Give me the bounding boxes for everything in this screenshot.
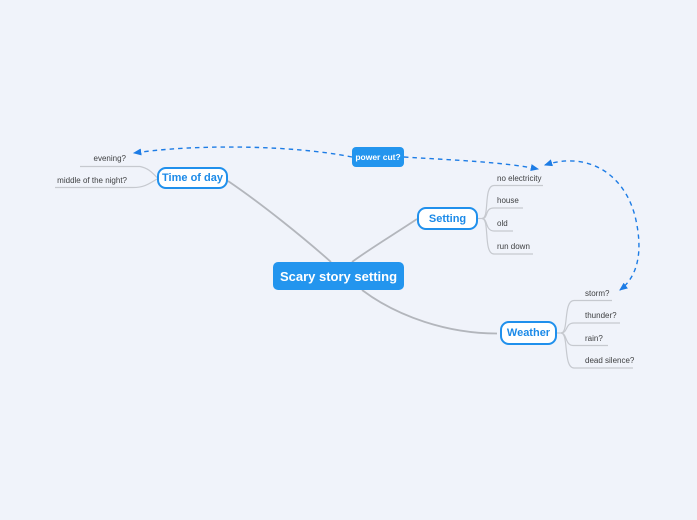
topic-setting[interactable]: Setting <box>417 207 478 230</box>
topic-storm[interactable]: storm? <box>585 288 610 298</box>
child-line-dead-silence <box>560 332 633 369</box>
connection-power-cut-to-no-electricity[interactable] <box>403 156 540 171</box>
child-line-evening <box>80 165 158 178</box>
child-line-thunder <box>560 322 620 334</box>
topic-time-of-day[interactable]: Time of day <box>157 167 228 189</box>
topic-rain[interactable]: rain? <box>585 333 603 343</box>
topic-run-down[interactable]: run down <box>497 242 530 251</box>
branch-line-setting <box>351 218 418 263</box>
child-line-storm <box>560 299 612 334</box>
topic-middle-of-the-night[interactable]: middle of the night? <box>57 175 127 185</box>
topic-weather[interactable]: Weather <box>500 321 557 345</box>
topic-dead-silence[interactable]: dead silence? <box>585 356 635 365</box>
branch-line-weather <box>361 289 498 335</box>
topic-no-electricity[interactable]: no electricity <box>497 173 542 183</box>
child-line-middle-of-the-night <box>55 178 158 189</box>
topic-thunder[interactable]: thunder? <box>585 311 617 320</box>
topic-old[interactable]: old <box>497 219 508 228</box>
floating-topic-power-cut[interactable]: power cut? <box>352 147 404 167</box>
root-topic[interactable]: Scary story setting <box>273 262 404 290</box>
topic-house[interactable]: house <box>497 196 519 205</box>
connection-power-cut-to-evening[interactable] <box>132 146 353 158</box>
connection-power-cut-to-storm[interactable] <box>543 159 640 291</box>
child-line-run-down <box>481 217 533 255</box>
topic-evening[interactable]: evening? <box>93 154 126 163</box>
child-line-house <box>481 207 523 220</box>
branch-line-time-of-day <box>227 180 332 263</box>
